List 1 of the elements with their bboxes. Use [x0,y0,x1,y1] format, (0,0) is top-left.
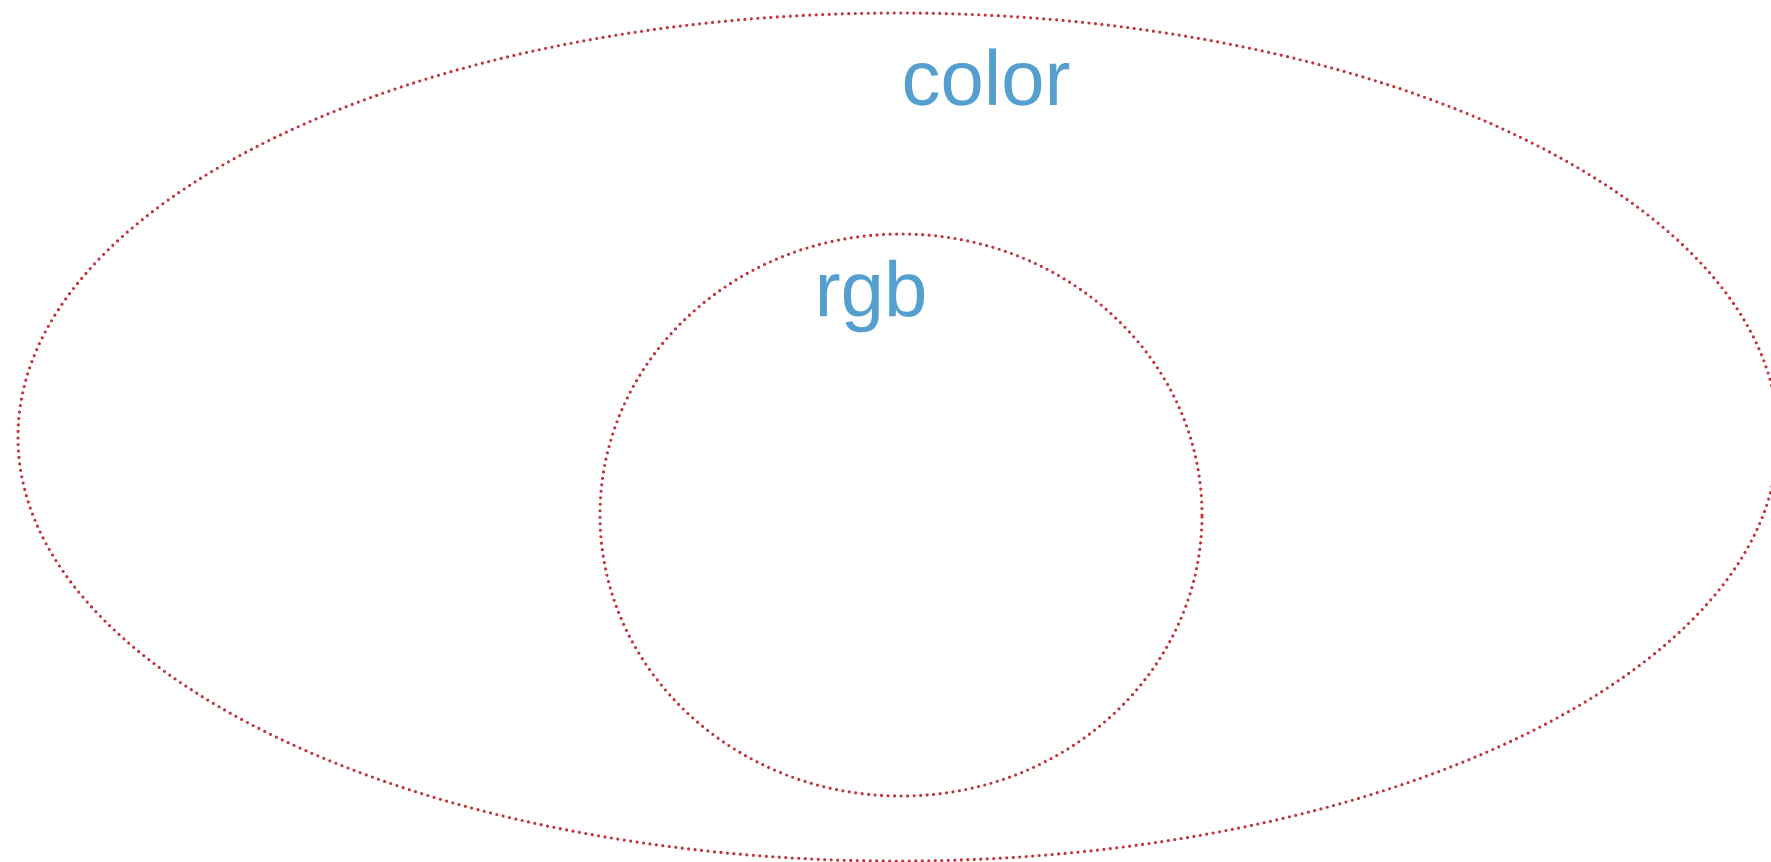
ellipse-region: rgb [598,232,1204,798]
